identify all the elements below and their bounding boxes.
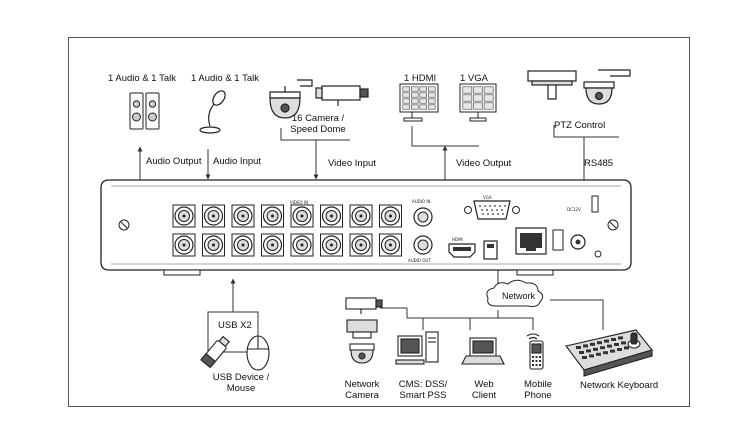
network-cloud-icon bbox=[486, 279, 544, 307]
web-client-label-line2: Client bbox=[471, 390, 497, 401]
audio-output-label: Audio Output bbox=[146, 156, 202, 167]
audio-talk-label-speaker: 1 Audio & 1 Talk bbox=[108, 73, 176, 84]
bnc-connector bbox=[202, 233, 225, 257]
bnc-connector bbox=[349, 204, 373, 228]
speaker-icon bbox=[129, 92, 160, 130]
bnc-connector bbox=[290, 233, 314, 257]
hdmi-label: HDMI bbox=[452, 237, 463, 242]
network-camera-label-line2: Camera bbox=[345, 390, 379, 401]
bnc-connector bbox=[261, 233, 284, 257]
video-in-label: VIDEO IN bbox=[290, 200, 308, 205]
desktop-pc-icon bbox=[395, 331, 439, 365]
rs485-label: RS485 bbox=[584, 158, 614, 169]
video-input-label: Video Input bbox=[328, 158, 376, 169]
audio-input-label: Audio Input bbox=[213, 156, 262, 167]
video-in-bnc-row-bottom bbox=[172, 233, 402, 257]
camera-label-line1: 16 Camera / bbox=[291, 113, 345, 124]
network-camera-icon bbox=[345, 297, 383, 364]
bnc-connector bbox=[290, 204, 314, 228]
network-bus-line bbox=[422, 310, 499, 330]
vga-label: 1 VGA bbox=[460, 73, 488, 84]
network-keyboard-line bbox=[550, 299, 604, 330]
keyboard-controller-icon bbox=[565, 329, 653, 377]
usb-drive-icon bbox=[200, 335, 230, 369]
bnc-connector bbox=[202, 204, 225, 228]
ptz-bracket-line bbox=[553, 125, 619, 138]
bnc-connector bbox=[172, 204, 196, 228]
ptz-camera-icon bbox=[583, 69, 631, 105]
video-in-bnc-row-top bbox=[172, 204, 402, 228]
ptz-camera-icon bbox=[527, 70, 577, 100]
power-label: DC12V bbox=[567, 207, 581, 212]
speed-dome-icon bbox=[269, 79, 313, 119]
dvr-rear-panel: VIDEO IN AUDIO IN AUDIO OUT VGA HDMI DC1… bbox=[100, 179, 632, 276]
bnc-connector bbox=[261, 204, 284, 228]
cms-label-line1: CMS: DSS/ bbox=[398, 379, 448, 390]
usb-device-label-line2: Mouse bbox=[226, 383, 256, 394]
bnc-connector bbox=[379, 233, 402, 257]
monitor-icon bbox=[459, 83, 497, 122]
bnc-connector bbox=[320, 204, 343, 228]
bnc-connector bbox=[172, 233, 196, 257]
microphone-icon bbox=[199, 90, 226, 134]
camera-bracket-line bbox=[280, 128, 350, 141]
network-camera-label-line1: Network bbox=[344, 379, 380, 390]
audio-in-label: AUDIO IN bbox=[412, 199, 431, 204]
usb-device-label-line1: USB Device / bbox=[212, 372, 270, 383]
display-bracket-line bbox=[411, 126, 479, 147]
connection-lines bbox=[137, 125, 619, 330]
diagram-frame bbox=[68, 37, 690, 407]
camera-label-line2: Speed Dome bbox=[290, 124, 346, 135]
cms-label-line2: Smart PSS bbox=[399, 390, 447, 401]
ptz-control-label: PTZ Control bbox=[554, 120, 606, 131]
video-output-label: Video Output bbox=[456, 158, 512, 169]
mobile-phone-label-line1: Mobile bbox=[524, 379, 552, 390]
hdmi-label: 1 HDMI bbox=[404, 73, 437, 84]
usb-port bbox=[483, 240, 498, 260]
audio-talk-label-mic: 1 Audio & 1 Talk bbox=[191, 73, 259, 84]
usb-box bbox=[207, 311, 259, 353]
audio-out-label: AUDIO OUT bbox=[408, 258, 431, 263]
mobile-phone-label-line2: Phone bbox=[524, 390, 552, 401]
web-client-label-line1: Web bbox=[474, 379, 494, 390]
bnc-connector bbox=[231, 204, 255, 228]
network-label: Network bbox=[502, 291, 536, 301]
bnc-connector bbox=[349, 233, 373, 257]
mouse-icon bbox=[246, 335, 270, 371]
mobile-phone-icon bbox=[526, 333, 544, 370]
bnc-connector bbox=[379, 204, 402, 228]
bnc-connector bbox=[320, 233, 343, 257]
vga-label: VGA bbox=[483, 195, 492, 200]
laptop-icon bbox=[461, 337, 505, 365]
bnc-connector bbox=[231, 233, 255, 257]
network-keyboard-label: Network Keyboard bbox=[580, 380, 659, 391]
usb-x2-label: USB X2 bbox=[218, 320, 252, 331]
box-camera-icon bbox=[315, 85, 369, 106]
monitor-icon bbox=[399, 83, 439, 122]
